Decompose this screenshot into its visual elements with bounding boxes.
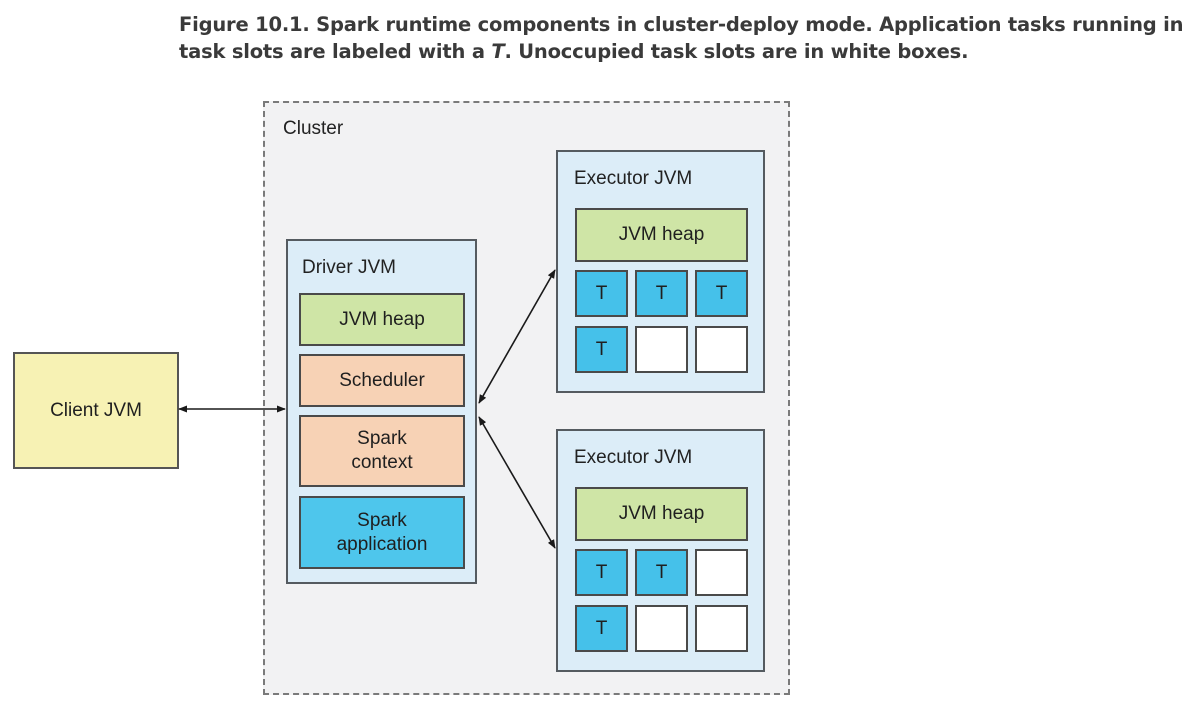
task-slot: T xyxy=(635,549,688,596)
task-label: T xyxy=(595,282,608,304)
executor-jvm-box: Executor JVM JVM heap T T T xyxy=(556,429,765,672)
empty-task-slot xyxy=(635,605,688,652)
spark-application-box: Spark application xyxy=(299,496,465,569)
empty-task-slot xyxy=(695,549,748,596)
executor-jvm-label: Executor JVM xyxy=(574,168,693,189)
caption-lead: Figure 10.1. Spark runtime components in… xyxy=(179,13,1184,63)
spark-context-box: Spark context xyxy=(299,415,465,487)
task-label: T xyxy=(595,617,608,639)
spark-application-label: Spark application xyxy=(336,509,428,555)
cluster-label: Cluster xyxy=(283,118,344,139)
task-label: T xyxy=(655,561,668,583)
executor-heap: JVM heap xyxy=(575,208,748,262)
task-label: T xyxy=(655,282,668,304)
executor-heap-label: JVM heap xyxy=(618,503,705,524)
executor-heap: JVM heap xyxy=(575,487,748,541)
task-label: T xyxy=(595,561,608,583)
task-label: T xyxy=(595,338,608,360)
empty-task-slot xyxy=(695,605,748,652)
executor-jvm-box: Executor JVM JVM heap T T T T xyxy=(556,150,765,393)
figure-caption: Figure 10.1. Spark runtime components in… xyxy=(179,11,1194,65)
caption-tail: . Unoccupied task slots are in white box… xyxy=(504,40,969,63)
driver-heap-label: JVM heap xyxy=(339,308,425,330)
executor-jvm-label: Executor JVM xyxy=(574,447,693,468)
task-slot: T xyxy=(575,326,628,373)
task-label: T xyxy=(715,282,728,304)
driver-jvm-box: Driver JVM JVM heap Scheduler Spark cont… xyxy=(286,239,477,584)
task-slot: T xyxy=(575,270,628,317)
driver-jvm-label: Driver JVM xyxy=(302,257,396,278)
task-slot: T xyxy=(695,270,748,317)
client-jvm-box: Client JVM xyxy=(13,352,179,469)
empty-task-slot xyxy=(695,326,748,373)
executor-heap-label: JVM heap xyxy=(618,224,705,245)
caption-emphasis: T xyxy=(491,40,505,63)
spark-context-label: Spark context xyxy=(351,428,413,473)
client-jvm-label: Client JVM xyxy=(50,399,142,421)
task-slot: T xyxy=(575,605,628,652)
task-slot: T xyxy=(635,270,688,317)
scheduler-label: Scheduler xyxy=(339,369,425,391)
task-slot: T xyxy=(575,549,628,596)
scheduler-box: Scheduler xyxy=(299,354,465,407)
driver-heap: JVM heap xyxy=(299,293,465,346)
empty-task-slot xyxy=(635,326,688,373)
